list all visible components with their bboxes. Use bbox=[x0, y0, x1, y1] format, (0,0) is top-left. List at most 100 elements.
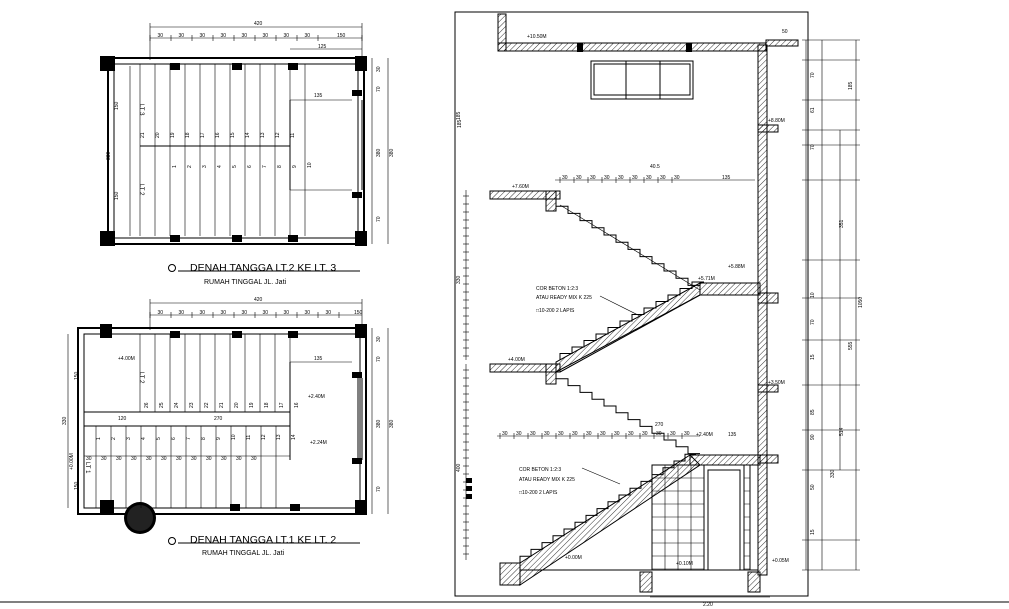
plan-top-left-dim-1: 150 bbox=[114, 101, 120, 110]
plan-bottom-step-num: 8 bbox=[201, 437, 207, 440]
plan-top-step-num: 20 bbox=[155, 132, 161, 138]
plan-top-step-num: 16 bbox=[215, 132, 221, 138]
plan-top-seg-dim: 30 bbox=[263, 33, 269, 39]
plan-top-right-dim-3: 380 bbox=[376, 148, 382, 157]
plan-bottom-bottom-dim: 30 bbox=[161, 456, 167, 462]
level-ground3: +0.05M bbox=[772, 558, 789, 564]
stair-upper-back bbox=[555, 199, 700, 286]
plan-bottom-right-dim-2: 70 bbox=[376, 356, 382, 362]
plan-bottom-right-dim-1: 30 bbox=[376, 336, 382, 342]
plan-top-right-dim-total: 380 bbox=[389, 148, 395, 157]
plan-top-step-num: 4 bbox=[217, 165, 223, 168]
riser-dim-upper: 30 bbox=[590, 175, 596, 181]
note-lower-line1: COR BETON 1:2:3 bbox=[519, 467, 561, 473]
dim-330-right: 330 bbox=[830, 469, 836, 478]
plan-top-subtitle: RUMAH TINGGAL JL. Jati bbox=[204, 279, 287, 286]
level-floor3: +7.60M bbox=[512, 184, 529, 190]
dim-220: 2.20 bbox=[703, 602, 713, 608]
plan-top-step-num: 11 bbox=[290, 133, 296, 138]
dim-185-left: 185 bbox=[456, 111, 462, 120]
riser-dim-upper: 30 bbox=[632, 175, 638, 181]
right-small-dim: 15 bbox=[810, 354, 816, 360]
plan-top-step-num: 9 bbox=[292, 165, 298, 168]
plan-bottom-dim-270: 270 bbox=[214, 416, 223, 422]
plan-bottom-step-num: 7 bbox=[186, 437, 192, 440]
stair-flights bbox=[519, 199, 704, 586]
left-riser-ticks bbox=[463, 195, 472, 555]
plan-bottom-step-num: 19 bbox=[249, 402, 255, 408]
level-roof: +10.50M bbox=[527, 34, 547, 40]
plan-top-step-num: 15 bbox=[230, 132, 236, 138]
plan-top-seg-dim: 150 bbox=[337, 33, 346, 39]
riser-dim-lower: 30 bbox=[502, 431, 508, 437]
right-small-dim: 50 bbox=[810, 484, 816, 490]
plan-bottom-step-num: 1 bbox=[96, 437, 102, 440]
plan-top-flight-upper: LT 3 bbox=[138, 104, 144, 116]
dim-135-upper: 135 bbox=[722, 175, 731, 181]
plan-bottom-level-mid: +2.40M bbox=[308, 394, 325, 400]
plan-top-flight-lower: LT 2 bbox=[138, 184, 144, 196]
riser-dim-upper: 30 bbox=[618, 175, 624, 181]
plan-bottom-step-num: 21 bbox=[219, 402, 225, 408]
plan-top-seg-dim: 30 bbox=[200, 33, 206, 39]
level-landing-upper: +5.88M bbox=[728, 264, 745, 270]
plan-bottom-flight-lower: LT 1 bbox=[84, 462, 90, 474]
right-small-dim: 70 bbox=[810, 319, 816, 325]
riser-dim-lower: 30 bbox=[530, 431, 536, 437]
riser-dim-upper: 30 bbox=[646, 175, 652, 181]
plan-bottom-treads bbox=[95, 334, 291, 508]
dim-514: 514 bbox=[839, 427, 845, 436]
dim-135-lower: 135 bbox=[728, 432, 737, 438]
plan-top-seg-dim: 30 bbox=[284, 33, 290, 39]
plan-bottom-seg-dim: 30 bbox=[200, 310, 206, 316]
plan-bottom-level-ground: +0.00M bbox=[69, 453, 75, 470]
note-upper-line2: ATAU READY MIX K 225 bbox=[536, 295, 592, 301]
plan-bottom-right-dim-total: 380 bbox=[389, 419, 395, 428]
plan-bottom-step-num: 12 bbox=[261, 434, 267, 440]
right-small-dim: 15 bbox=[810, 529, 816, 535]
level-floor2: +4.00M bbox=[508, 357, 525, 363]
note-lower-line2: ATAU READY MIX K 225 bbox=[519, 477, 575, 483]
plan-bottom-bottom-dim: 30 bbox=[86, 456, 92, 462]
right-small-dim: 10 bbox=[810, 292, 816, 298]
note-lower-line3: □10-200 2 LAPIS bbox=[519, 490, 558, 496]
right-small-dim: 70 bbox=[810, 144, 816, 150]
dim-330-left: 330 bbox=[456, 275, 462, 284]
level-ground: +0.00M bbox=[565, 555, 582, 561]
plan-bottom-step-num: 25 bbox=[159, 402, 165, 408]
riser-dim-upper: 30 bbox=[604, 175, 610, 181]
riser-dim-lower: 30 bbox=[670, 431, 676, 437]
plan-top-seg-dim: 30 bbox=[221, 33, 227, 39]
plan-bottom-step-num: 5 bbox=[156, 437, 162, 440]
dim-555: 555 bbox=[848, 341, 854, 350]
plan-bottom-left-dim-2: 330 bbox=[62, 416, 68, 425]
riser-dim-lower: 30 bbox=[614, 431, 620, 437]
plan-bottom-left-dim-1: 150 bbox=[74, 371, 80, 380]
plan-top-right-dim-1: 30 bbox=[376, 66, 382, 72]
riser-dim-lower: 30 bbox=[600, 431, 606, 437]
plan-bottom-bottom-dim: 30 bbox=[146, 456, 152, 462]
plan-bottom-seg-dim: 30 bbox=[242, 310, 248, 316]
riser-dim-lower: 30 bbox=[656, 431, 662, 437]
plan-bottom-step-num: 3 bbox=[126, 437, 132, 440]
plan-top-step-num: 12 bbox=[275, 132, 281, 138]
plan-bottom-seg-dim: 30 bbox=[263, 310, 269, 316]
plan-bottom-step-num: 22 bbox=[204, 402, 210, 408]
note-upper-line1: COR BETON 1:2:3 bbox=[536, 286, 578, 292]
plan-bottom-step-num: 6 bbox=[171, 437, 177, 440]
level-upper-window: +8.80M bbox=[768, 118, 785, 124]
riser-dim-lower: 30 bbox=[642, 431, 648, 437]
plan-bottom-bottom-dim: 30 bbox=[131, 456, 137, 462]
plan-bottom-bottom-dim: 30 bbox=[101, 456, 107, 462]
plan-bottom-seg-dim: 150 bbox=[354, 310, 363, 316]
riser-dim-upper: 30 bbox=[576, 175, 582, 181]
plan-bottom-bottom-dim: 30 bbox=[116, 456, 122, 462]
plan-bottom-bottom-dim: 30 bbox=[251, 456, 257, 462]
plan-bottom-flight-upper: LT 2 bbox=[138, 372, 144, 384]
plan-bottom-bottom-dim: 30 bbox=[221, 456, 227, 462]
